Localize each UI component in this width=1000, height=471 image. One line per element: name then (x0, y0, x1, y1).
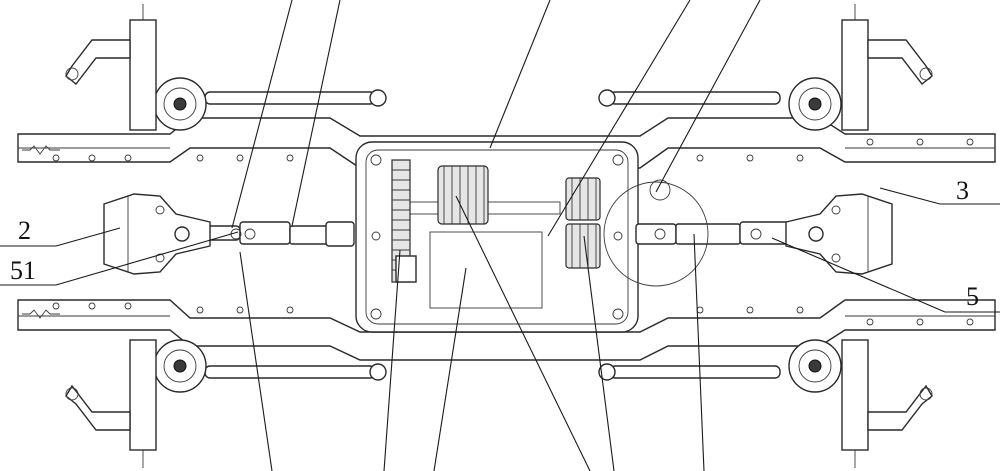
callout-2: 2 (18, 216, 31, 245)
detail-ring (649, 179, 671, 201)
hub-front-left (65, 4, 207, 131)
lower-frame-rail (17, 299, 996, 361)
detail-circle (603, 181, 709, 287)
hub-front-right (788, 4, 933, 131)
hub-rear-left (65, 339, 207, 468)
front-axle-housing (103, 193, 211, 275)
rear-axle-housing (785, 193, 893, 275)
gear-stack (391, 159, 601, 283)
suspension-links (204, 89, 781, 381)
callout-3: 3 (956, 176, 969, 205)
callout-51: 51 (10, 256, 36, 285)
hub-rear-right (788, 339, 933, 468)
callout-5: 5 (966, 282, 979, 311)
